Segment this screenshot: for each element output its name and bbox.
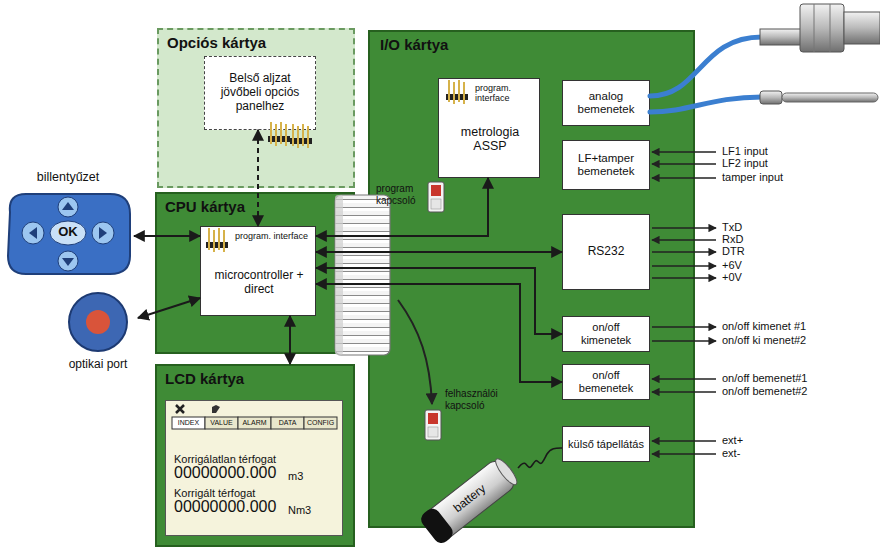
node-text: RS232 <box>588 245 625 259</box>
program-switch <box>428 182 444 212</box>
node-text: Nm3 <box>288 504 328 517</box>
node-text: on/off kimenetek <box>567 321 645 346</box>
option-card: Belső aljzat jövőbeli opciós panelhez Opc… <box>157 28 355 188</box>
pressure-sensor <box>760 29 802 45</box>
bus-leader <box>398 300 432 404</box>
node-text: VALUE <box>205 419 238 427</box>
node-text: Belső aljzat jövőbeli opciós panelhez <box>209 72 311 113</box>
cpu-card: program. interface microcontroller + dire… <box>155 192 355 354</box>
signal-name: on/off bemenet#1 <box>722 372 872 385</box>
node-text: DATA <box>271 419 304 427</box>
signal-name: +0V <box>722 271 872 284</box>
node-text: program. interface <box>235 231 313 241</box>
node-text: billentyűzet <box>2 170 134 184</box>
io-block: külső tápellátás <box>562 426 650 462</box>
data-arrow <box>316 251 562 253</box>
node-text: ALARM <box>238 419 271 427</box>
sensor-cable <box>650 97 762 112</box>
node-text: 00000000.000 <box>174 498 286 516</box>
pin-header <box>290 124 312 148</box>
node-text: metrologia ASSP <box>443 125 537 154</box>
signal-name: ext+ <box>722 434 872 447</box>
signal-name: on/off bemenet#2 <box>722 385 872 398</box>
io-block: on/off bemenetek <box>562 364 650 400</box>
signal-name: ext- <box>722 447 872 460</box>
node-text: LF+tamper bemenetek <box>567 152 645 178</box>
data-arrow <box>134 235 200 237</box>
signal-lines <box>652 152 716 454</box>
node-text: m3 <box>288 470 328 483</box>
signal-name: on/off kimenet #1 <box>722 320 872 333</box>
signal-name: LF1 input <box>722 145 872 158</box>
user-switch <box>425 410 441 440</box>
node-text: Korrigált térfogat <box>174 487 339 500</box>
node-text: CONFIG <box>304 419 337 427</box>
data-arrow <box>316 268 562 334</box>
node-text: microcontroller + direct <box>205 269 313 297</box>
signal-name: RxD <box>722 233 872 246</box>
signal-name: DTR <box>722 245 872 258</box>
asic-box: program. interface metrologia ASSP <box>438 78 540 178</box>
signal-name: TxD <box>722 221 872 234</box>
data-arrow <box>316 178 488 236</box>
keypad: billentyűzetOK <box>2 170 134 276</box>
battery: battery <box>422 452 518 548</box>
card-title: CPU kártya <box>165 198 350 215</box>
coil-wire <box>518 448 562 468</box>
optical-port: optikai port <box>58 290 138 378</box>
switch-label: program kapcsoló <box>376 183 424 206</box>
signal-name: on/off ki menet#2 <box>722 334 872 347</box>
io-card: program. interface metrologia ASSP analog … <box>368 30 695 528</box>
lcd-card: INDEXVALUEALARMDATACONFIG Korrigálatlan t… <box>155 364 355 547</box>
pin-header <box>268 122 290 146</box>
io-block: on/off kimenetek <box>562 316 650 352</box>
ribbon-bus <box>335 195 390 355</box>
io-block: RS232 <box>562 214 650 290</box>
data-arrow <box>138 298 200 318</box>
socket-box: Belső aljzat jövőbeli opciós panelhez <box>204 56 316 130</box>
node-text: 00000000.000 <box>174 464 286 482</box>
data-arrow <box>289 316 291 364</box>
node-text: külső tápellátás <box>568 438 644 451</box>
sensor-cable <box>650 37 762 96</box>
node-text: INDEX <box>172 419 205 427</box>
io-block: LF+tamper bemenetek <box>562 140 650 190</box>
data-arrow <box>316 284 562 382</box>
temperature-probe <box>760 91 782 104</box>
io-block: analog bemenetek <box>562 80 650 126</box>
signal-name: +6V <box>722 259 872 272</box>
pin-header <box>206 228 228 252</box>
data-arrow <box>257 130 259 226</box>
node-text: program. interface <box>475 83 537 104</box>
keypad-shape <box>2 170 134 276</box>
node-text: on/off bemenetek <box>567 369 645 394</box>
card-title: LCD kártya <box>165 370 350 387</box>
card-title: I/O kártya <box>380 36 580 53</box>
node-text: analog bemenetek <box>567 90 645 116</box>
mcu-box: program. interface microcontroller + dire… <box>200 226 316 316</box>
card-title: Opciós kártya <box>167 34 352 51</box>
node-text: OK <box>52 225 84 240</box>
lcd-screen: INDEXVALUEALARMDATACONFIG Korrigálatlan t… <box>165 400 343 536</box>
switch-label: felhasználói kapcsoló <box>445 388 509 411</box>
signal-name: LF2 input <box>722 157 872 170</box>
pin-header <box>446 80 468 104</box>
signal-name: tamper input <box>722 171 872 184</box>
node-text: Korrigálatlan térfogat <box>174 453 339 466</box>
node-text: optikai port <box>58 358 138 372</box>
